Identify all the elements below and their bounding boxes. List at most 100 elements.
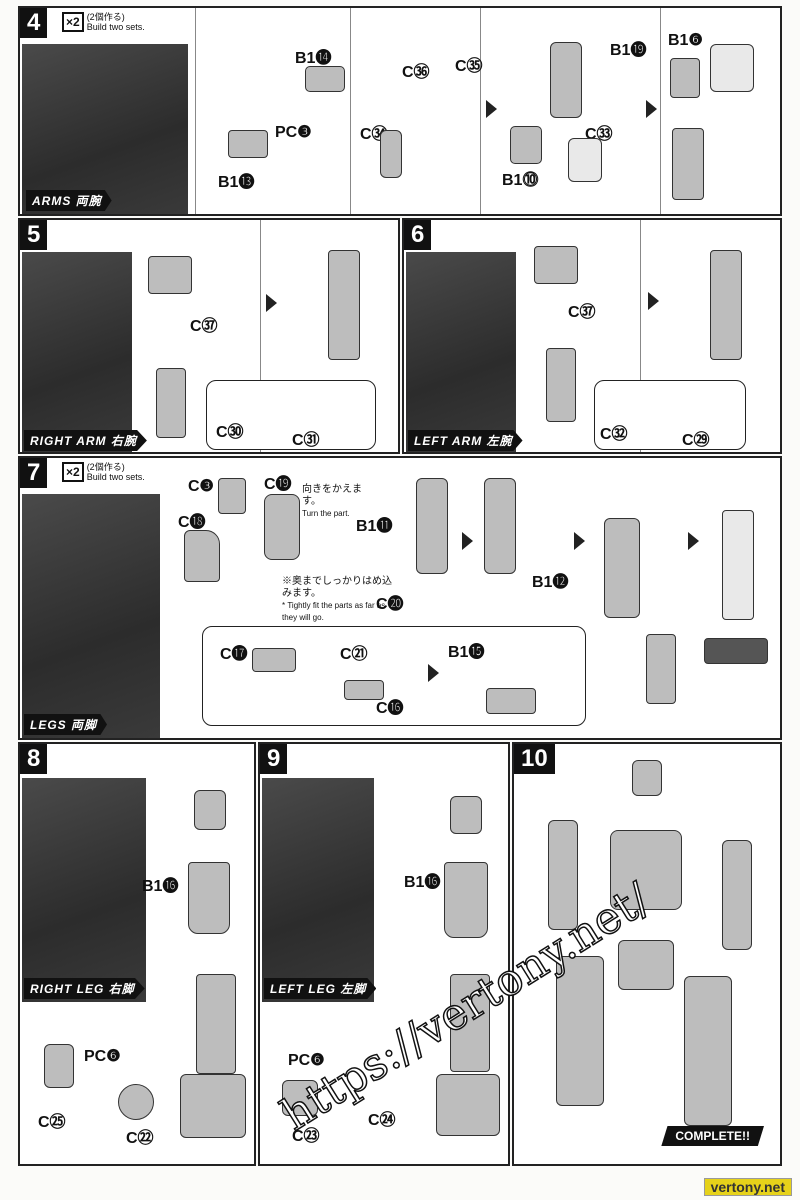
part-shape — [118, 1084, 154, 1120]
part-shape — [450, 796, 482, 834]
part-label: PC❻ — [288, 1052, 325, 1069]
part-shape — [344, 680, 384, 700]
part-shape — [196, 974, 236, 1074]
model-photo — [22, 778, 146, 1002]
part-shape — [282, 1080, 318, 1116]
leg-shape — [556, 956, 604, 1106]
part-label: C⓴ — [376, 596, 404, 613]
part-label: C㊲ — [190, 318, 218, 335]
part-shape — [194, 790, 226, 830]
part-label: B1⓳ — [610, 42, 647, 59]
model-photo — [262, 778, 374, 1002]
arm-shape — [722, 840, 752, 950]
part-label: C⓰ — [376, 700, 404, 717]
fit-note: ※奥までしっかりはめ込みます。 * Tightly fit the parts … — [282, 576, 392, 622]
model-photo — [22, 252, 132, 452]
part-shape — [156, 368, 186, 438]
arrow-icon — [428, 664, 439, 682]
step-number: 4 — [20, 8, 48, 38]
part-shape — [546, 348, 576, 422]
part-shape — [218, 478, 246, 514]
part-shape — [604, 518, 640, 618]
part-shape — [436, 1074, 500, 1136]
step-number: 5 — [20, 220, 48, 250]
part-label: B1❻ — [668, 32, 703, 49]
part-shape — [704, 638, 768, 664]
hand-assembly-box — [594, 380, 746, 450]
section-label: RIGHT ARM 右腕 — [24, 430, 147, 451]
part-shape — [550, 42, 582, 118]
part-label: C㉚ — [216, 424, 244, 441]
part-shape — [188, 862, 230, 934]
step-number: 10 — [514, 744, 555, 774]
part-label: C⓲ — [178, 514, 206, 531]
arrow-icon — [688, 532, 699, 550]
qty: ×2 — [62, 462, 84, 482]
part-label: C㉑ — [340, 646, 368, 663]
part-shape — [184, 530, 220, 582]
part-shape — [444, 862, 488, 938]
divider — [640, 220, 641, 452]
head-shape — [632, 760, 662, 796]
complete-banner: COMPLETE!! — [661, 1126, 764, 1146]
section-label: ARMS 両腕 — [26, 190, 112, 211]
part-label: C❸ — [188, 478, 214, 495]
part-shape — [710, 250, 742, 360]
divider — [480, 8, 481, 214]
qty-note-en: Build two sets. — [86, 472, 145, 482]
torso-shape — [610, 830, 682, 910]
part-label: C⓳ — [264, 476, 292, 493]
step-4-panel: 4 ×2 (2個作る)Build two sets. ARMS 両腕 B1⓮ P… — [18, 6, 782, 216]
qty-note-en: Build two sets. — [86, 22, 145, 32]
hip-shape — [618, 940, 674, 990]
part-shape — [484, 478, 516, 574]
turn-note: 向きをかえます。 Turn the part. — [302, 484, 362, 518]
part-label: C㊲ — [568, 304, 596, 321]
model-photo — [406, 252, 516, 452]
arrow-icon — [462, 532, 473, 550]
step-10-panel: 10 COMPLETE!! — [512, 742, 782, 1166]
qty-note-jp: (2個作る) — [86, 462, 125, 472]
step-number: 6 — [404, 220, 432, 250]
hand-assembly-box — [206, 380, 376, 450]
part-shape — [486, 688, 536, 714]
part-label: C㉓ — [292, 1128, 320, 1145]
step-8-panel: 8 RIGHT LEG 右脚 B1⓰ PC❻ C㉕ C㉒ — [18, 742, 256, 1166]
quantity-badge: ×2 (2個作る)Build two sets. — [62, 462, 145, 482]
part-label: B1⓰ — [142, 878, 179, 895]
arrow-icon — [574, 532, 585, 550]
part-label: C㉕ — [38, 1114, 66, 1131]
section-label: RIGHT LEG 右脚 — [24, 978, 145, 999]
step-number: 7 — [20, 458, 48, 488]
part-shape — [568, 138, 602, 182]
step-9-panel: 9 LEFT LEG 左脚 B1⓰ PC❻ C㉓ C㉔ — [258, 742, 510, 1166]
part-label: PC❻ — [84, 1048, 121, 1065]
part-shape — [148, 256, 192, 294]
part-label: C㉙ — [682, 432, 710, 449]
part-shape — [534, 246, 578, 284]
divider — [660, 8, 661, 214]
part-shape — [646, 634, 676, 704]
section-label: LEGS 両脚 — [24, 714, 108, 735]
step-number: 9 — [260, 744, 288, 774]
part-label: B1⓮ — [295, 50, 332, 67]
step-5-panel: 5 RIGHT ARM 右腕 C㊲ C㉚ C㉛ — [18, 218, 400, 454]
part-shape — [416, 478, 448, 574]
step-6-panel: 6 LEFT ARM 左腕 C㊲ C㉜ C㉙ — [402, 218, 782, 454]
part-shape — [228, 130, 268, 158]
part-label: C㉜ — [600, 426, 628, 443]
part-label: C㊱ — [402, 64, 430, 81]
qty-note-jp: (2個作る) — [86, 12, 125, 22]
part-label: B1⓭ — [218, 174, 255, 191]
part-shape — [328, 250, 360, 360]
part-label: C㉟ — [455, 58, 483, 75]
section-label: LEFT ARM 左腕 — [408, 430, 523, 451]
part-shape — [722, 510, 754, 620]
divider — [350, 8, 351, 214]
part-shape — [510, 126, 542, 164]
part-label: PC❸ — [275, 124, 312, 141]
arrow-icon — [646, 100, 657, 118]
section-label: LEFT LEG 左脚 — [264, 978, 377, 999]
arm-shape — [548, 820, 578, 930]
part-shape — [44, 1044, 74, 1088]
